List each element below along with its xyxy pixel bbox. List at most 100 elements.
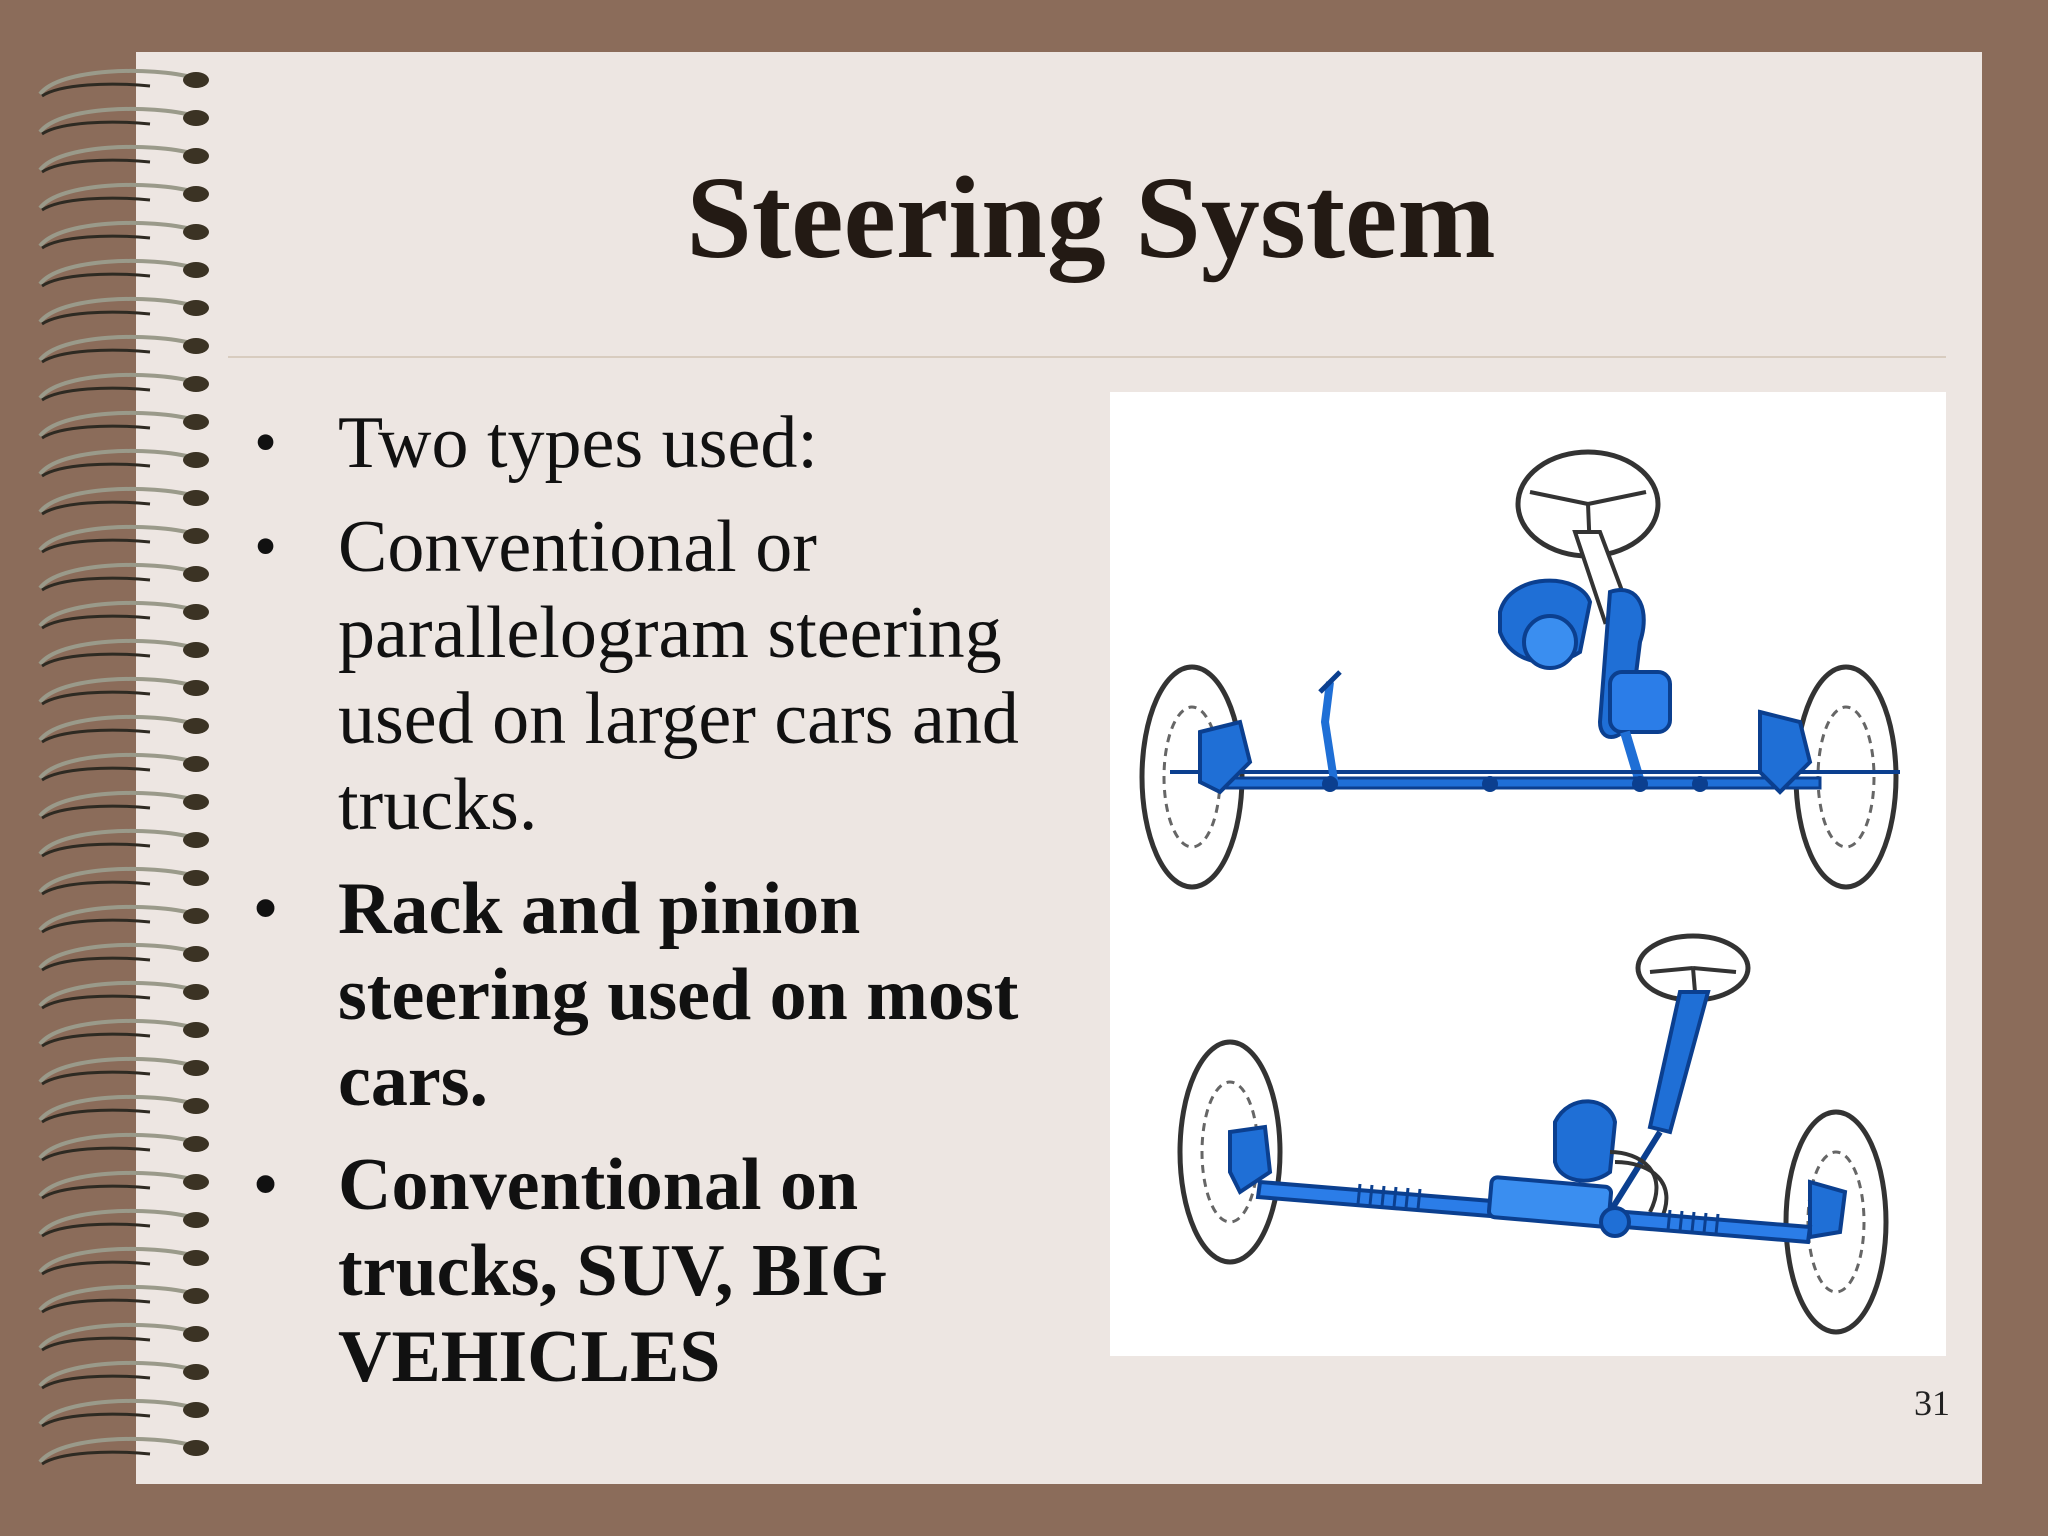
- spiral-coil-shadow: [41, 880, 151, 896]
- spiral-coil: [38, 106, 196, 134]
- spiral-coil: [38, 904, 196, 932]
- binding-hole: [183, 1364, 209, 1380]
- spiral-coil-shadow: [41, 576, 151, 592]
- spiral-coil: [38, 1360, 196, 1388]
- spiral-coil: [38, 714, 196, 742]
- binding-hole: [183, 642, 209, 658]
- spiral-coil: [38, 182, 196, 210]
- spiral-coil: [38, 1094, 196, 1122]
- spiral-coil-shadow: [41, 1184, 151, 1200]
- spiral-coil-shadow: [41, 158, 151, 174]
- spiral-coil-shadow: [41, 1146, 151, 1162]
- binding-hole: [183, 680, 209, 696]
- binding-hole: [183, 718, 209, 734]
- spiral-coil: [38, 980, 196, 1008]
- bullet-item: •Conventional or parallelogram steering …: [250, 504, 1080, 848]
- spiral-coil-shadow: [41, 82, 151, 98]
- binding-hole: [183, 1136, 209, 1152]
- binding-hole: [183, 262, 209, 278]
- binding-hole: [183, 1098, 209, 1114]
- binding-hole: [183, 1060, 209, 1076]
- binding-hole: [183, 376, 209, 392]
- spiral-coil-shadow: [41, 1412, 151, 1428]
- bullet-dot: •: [254, 406, 278, 479]
- spiral-coil: [38, 486, 196, 514]
- title-divider: [228, 356, 1946, 358]
- spiral-coil: [38, 638, 196, 666]
- spiral-coil-shadow: [41, 120, 151, 136]
- spiral-coil: [38, 1018, 196, 1046]
- binding-hole: [183, 1174, 209, 1190]
- bullet-dot: •: [254, 872, 278, 945]
- spiral-coil: [38, 220, 196, 248]
- bullet-text: Conventional or parallelogram steering u…: [338, 506, 1019, 846]
- steering-figure: [1110, 392, 1946, 1356]
- binding-hole: [183, 452, 209, 468]
- spiral-coil-shadow: [41, 690, 151, 706]
- bullet-list: •Two types used: •Conventional or parall…: [250, 400, 1080, 1418]
- binding-hole: [183, 832, 209, 848]
- binding-hole: [183, 1402, 209, 1418]
- binding-hole: [183, 224, 209, 240]
- binding-hole: [183, 946, 209, 962]
- spiral-coil: [38, 676, 196, 704]
- spiral-coil-shadow: [41, 994, 151, 1010]
- spiral-coil-shadow: [41, 272, 151, 288]
- spiral-coil-shadow: [41, 1222, 151, 1238]
- binding-hole: [183, 794, 209, 810]
- spiral-coil: [38, 410, 196, 438]
- binding-hole: [183, 1326, 209, 1342]
- spiral-coil: [38, 752, 196, 780]
- spiral-coil-shadow: [41, 234, 151, 250]
- spiral-coil-shadow: [41, 348, 151, 364]
- spiral-coil-shadow: [41, 196, 151, 212]
- spiral-coil-shadow: [41, 1260, 151, 1276]
- spiral-coil-shadow: [41, 652, 151, 668]
- binding-hole: [183, 1288, 209, 1304]
- binding-hole: [183, 528, 209, 544]
- spiral-coil-shadow: [41, 614, 151, 630]
- spiral-coil: [38, 1170, 196, 1198]
- binding-hole: [183, 110, 209, 126]
- binding-hole: [183, 908, 209, 924]
- bullet-item: • Rack and pinion steering used on most c…: [250, 866, 1080, 1124]
- spiral-coil-shadow: [41, 1336, 151, 1352]
- binding-hole: [183, 566, 209, 582]
- binding-hole: [183, 1440, 209, 1456]
- spiral-coil-shadow: [41, 386, 151, 402]
- spiral-coil: [38, 1398, 196, 1426]
- spiral-coil: [38, 1246, 196, 1274]
- spiral-coil-shadow: [41, 842, 151, 858]
- spiral-coil: [38, 1056, 196, 1084]
- spiral-coil-shadow: [41, 1298, 151, 1314]
- bullet-text: Rack and pinion steering used on most ca…: [338, 868, 1019, 1122]
- spiral-coil-shadow: [41, 1070, 151, 1086]
- bullet-item: • Conventional on trucks, SUV, BIG VEHICL…: [250, 1142, 1080, 1400]
- bullet-dot: •: [254, 1148, 278, 1221]
- spiral-coil: [38, 1132, 196, 1160]
- spiral-coil: [38, 296, 196, 324]
- spiral-coil: [38, 334, 196, 362]
- spiral-coil: [38, 524, 196, 552]
- binding-hole: [183, 1250, 209, 1266]
- bullet-text: Two types used:: [338, 402, 818, 484]
- spiral-coil: [38, 68, 196, 96]
- spiral-coil: [38, 372, 196, 400]
- spiral-coil: [38, 828, 196, 856]
- spiral-coil: [38, 258, 196, 286]
- spiral-coil: [38, 600, 196, 628]
- spiral-coil-shadow: [41, 804, 151, 820]
- spiral-coil-shadow: [41, 1032, 151, 1048]
- binding-hole: [183, 984, 209, 1000]
- spiral-coil: [38, 448, 196, 476]
- bullet-text: Conventional on trucks, SUV, BIG VEHICLE…: [338, 1144, 888, 1398]
- spiral-coil: [38, 866, 196, 894]
- spiral-coil: [38, 1208, 196, 1236]
- spiral-coil: [38, 1436, 196, 1464]
- spiral-coil: [38, 562, 196, 590]
- slide-title: Steering System: [686, 152, 1496, 283]
- spiral-coil-shadow: [41, 424, 151, 440]
- spiral-coil: [38, 1284, 196, 1312]
- spiral-coil-shadow: [41, 1108, 151, 1124]
- binding-hole: [183, 604, 209, 620]
